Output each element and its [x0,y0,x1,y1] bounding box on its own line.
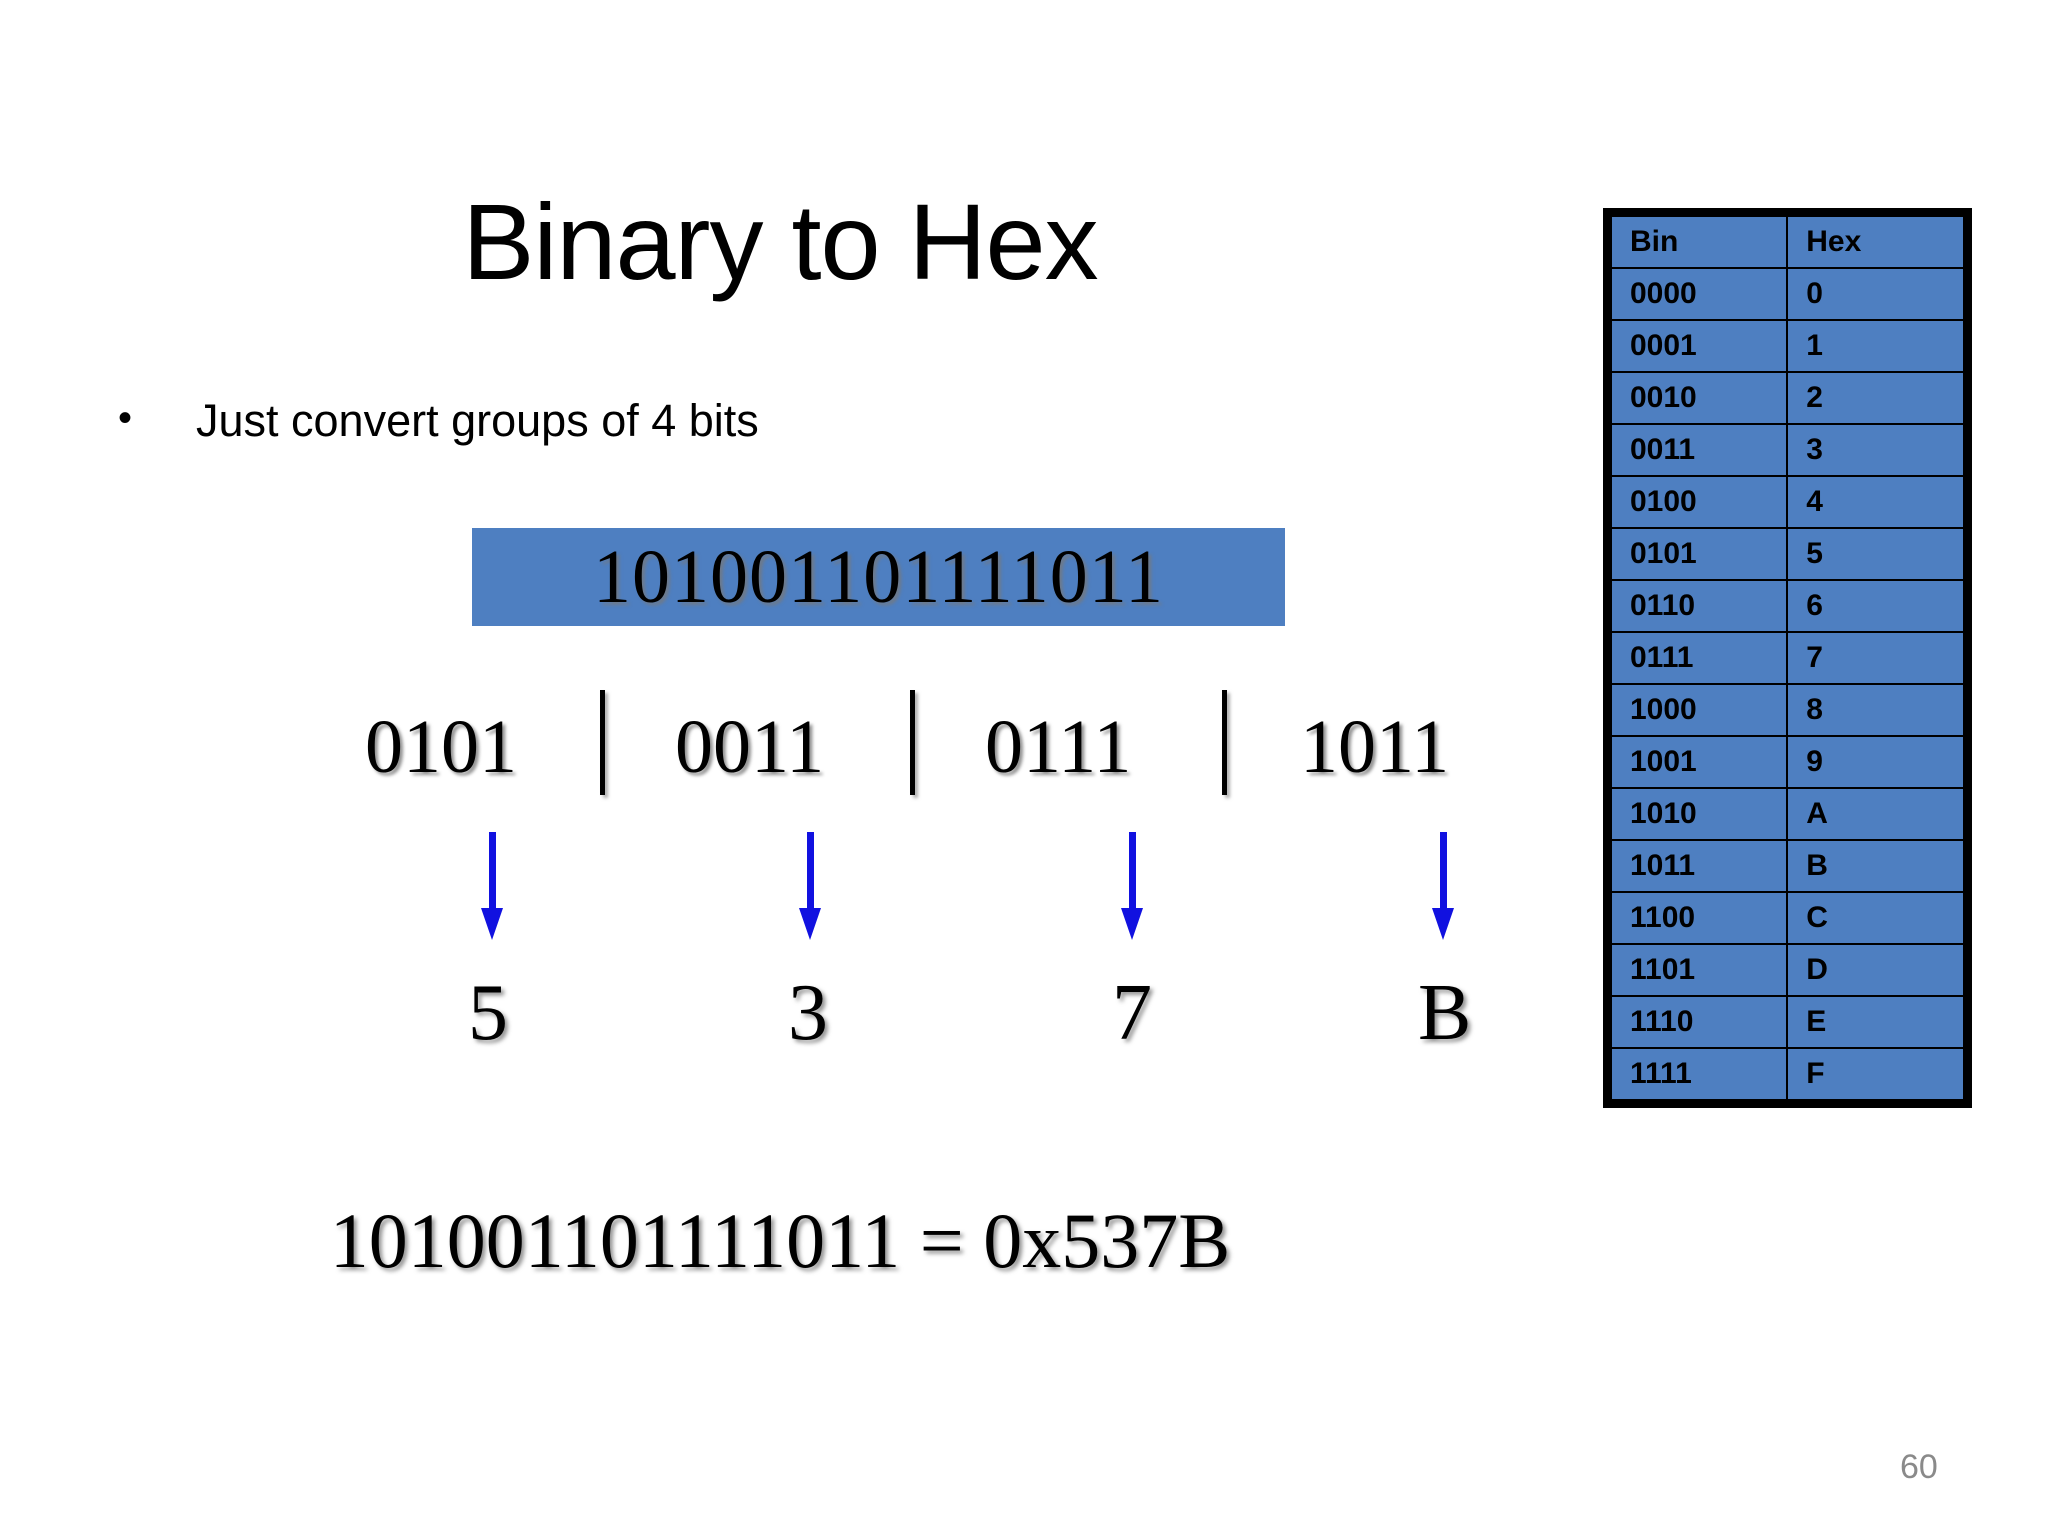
hex-digit-0: 5 [468,969,508,1057]
cell-bin: 0001 [1609,319,1789,373]
cell-hex: 5 [1786,527,1965,581]
cell-bin: 1000 [1609,683,1789,737]
arrow-head [1432,908,1454,940]
cell-bin: 1101 [1609,943,1789,997]
cell-bin: 0110 [1609,579,1789,633]
cell-bin: 0101 [1609,527,1789,581]
arrow-shaft [489,832,496,914]
cell-hex: 7 [1786,631,1965,685]
down-arrow-icon-3 [1428,832,1458,942]
arrow-head [1121,908,1143,940]
arrow-head [799,908,821,940]
cell-hex: 9 [1786,735,1965,789]
cell-hex: E [1786,995,1965,1049]
binary-highlight-bar [472,528,1285,626]
cell-bin: 0010 [1609,371,1789,425]
nibble-group-1: 0011 [675,705,825,789]
down-arrow-icon-2 [1117,832,1147,942]
cell-hex: B [1786,839,1965,893]
cell-hex: C [1786,891,1965,945]
down-arrow-icon-1 [795,832,825,942]
page-number: 60 [1900,1448,1938,1486]
nibble-separator-2 [1222,690,1227,795]
nibble-group-0: 0101 [365,705,517,789]
bullet-marker-icon: • [118,396,133,440]
nibble-separator-1 [910,690,915,795]
cell-bin: 1110 [1609,995,1789,1049]
cell-bin: 0000 [1609,267,1789,321]
cell-bin: 0011 [1609,423,1789,477]
cell-bin: 1111 [1609,1047,1789,1101]
nibble-group-2: 0111 [985,705,1132,789]
cell-hex: 6 [1786,579,1965,633]
hex-digit-1: 3 [788,969,828,1057]
cell-bin: 1001 [1609,735,1789,789]
down-arrow-icon-0 [477,832,507,942]
cell-bin: 0100 [1609,475,1789,529]
cell-hex: 8 [1786,683,1965,737]
arrow-shaft [1440,832,1447,914]
bullet-item-label: Just convert groups of 4 bits [196,395,759,446]
cell-bin: 1010 [1609,787,1789,841]
bullet-list-item: • Just convert groups of 4 bits [118,398,759,443]
cell-hex: 1 [1786,319,1965,373]
column-header-bin: Bin [1609,215,1789,269]
arrow-shaft [807,832,814,914]
cell-bin: 1100 [1609,891,1789,945]
cell-bin: 1011 [1609,839,1789,893]
arrow-shaft [1129,832,1136,914]
page-title: Binary to Hex [462,181,1098,302]
cell-hex: F [1786,1047,1965,1101]
cell-hex: 0 [1786,267,1965,321]
hex-digit-3: B [1418,969,1472,1057]
conversion-equation: 101001101111011 = 0x537B [329,1197,1231,1284]
nibble-group-3: 1011 [1300,705,1450,789]
nibble-separator-0 [600,690,605,795]
table-header-row: Bin Hex [1609,215,1965,269]
highlighted-binary-value: 101001101111011 [593,534,1164,619]
cell-bin: 0111 [1609,631,1789,685]
arrow-head [481,908,503,940]
cell-hex: D [1786,943,1965,997]
hex-digit-2: 7 [1112,969,1152,1057]
cell-hex: 2 [1786,371,1965,425]
cell-hex: 4 [1786,475,1965,529]
column-header-hex: Hex [1786,215,1965,269]
cell-hex: A [1786,787,1965,841]
cell-hex: 3 [1786,423,1965,477]
